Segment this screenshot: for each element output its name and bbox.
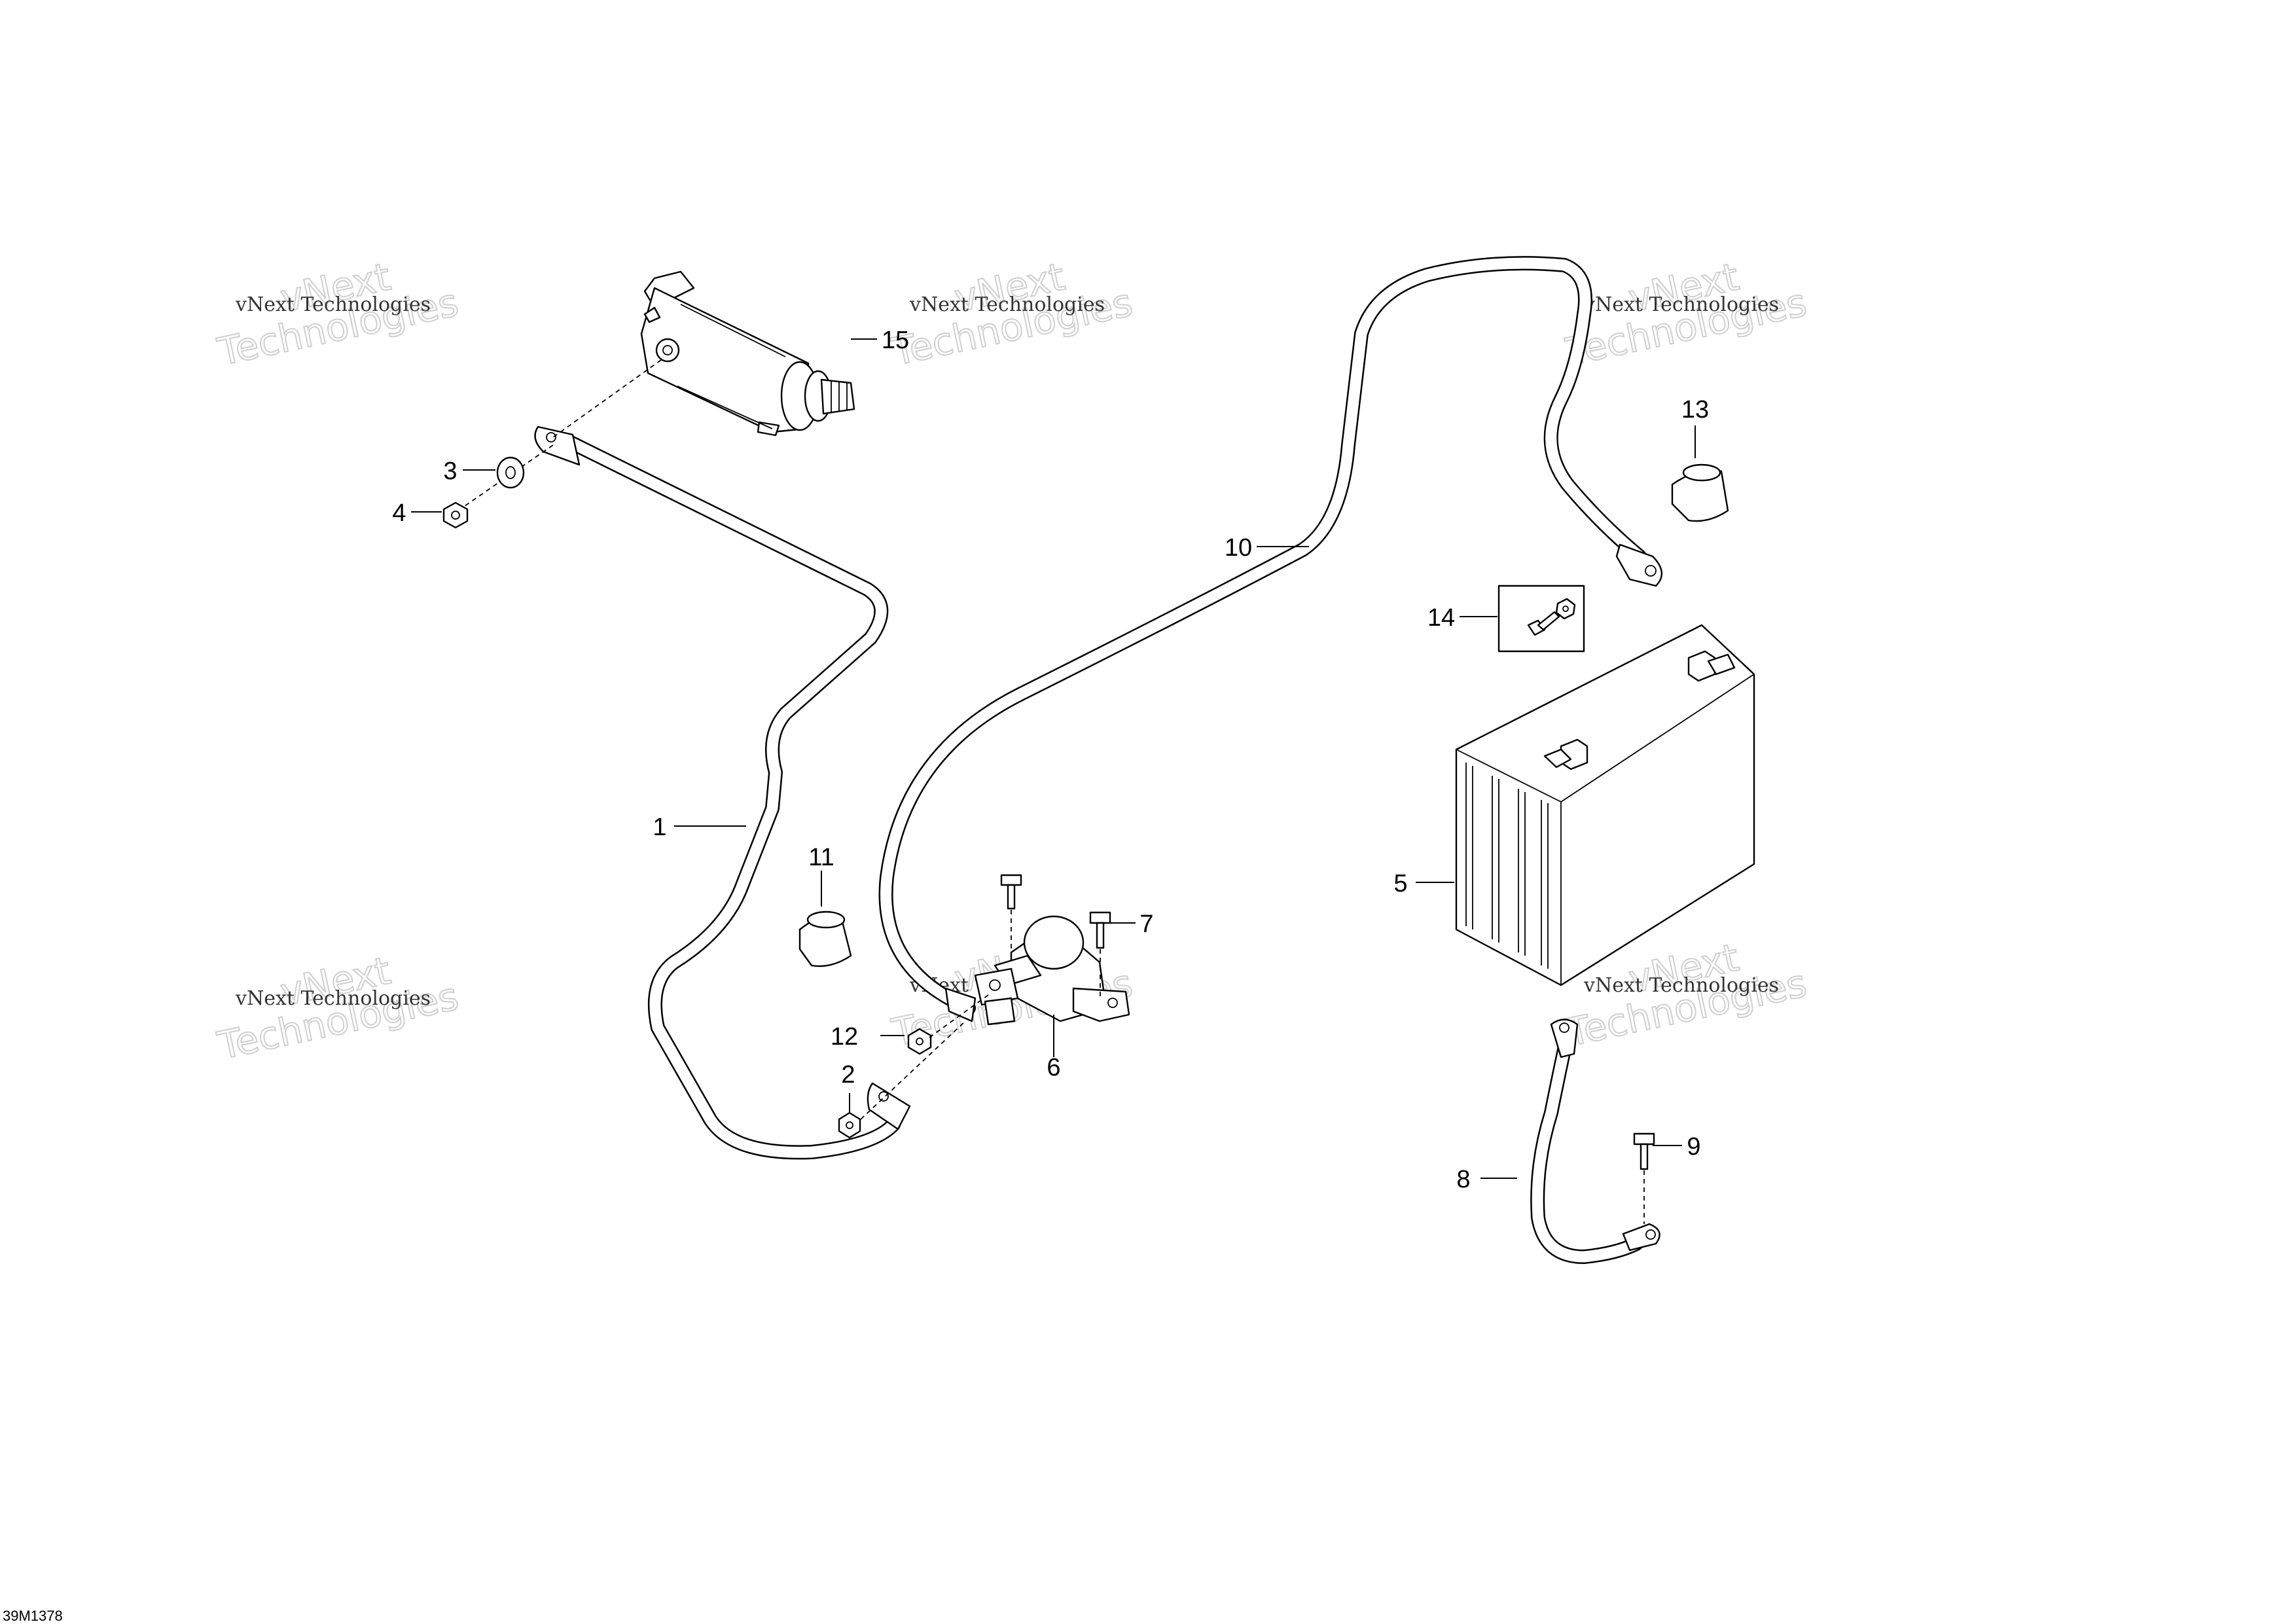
solenoid-bolt-top-drawing [1000, 874, 1022, 956]
watermark: Technologies vNext vNext Technologies [213, 947, 463, 1069]
callout-3: 3 [443, 458, 457, 485]
solenoid-drawing [974, 915, 1130, 1026]
callout-12: 12 [831, 1023, 858, 1051]
watermark: Technologies vNext vNext Technologies [888, 253, 1138, 375]
starter-stud-dash [552, 359, 662, 438]
watermark: Technologies vNext vNext Technologies [213, 253, 463, 375]
callout-9: 9 [1687, 1133, 1700, 1161]
washer-nut-dash [457, 444, 554, 511]
bolt-9-drawing [1633, 1132, 1655, 1224]
nut-drawing [442, 501, 469, 529]
nut-12-dash [929, 994, 989, 1038]
cable-10-drawing [878, 256, 1662, 1022]
callout-2: 2 [841, 1061, 855, 1089]
callout-10: 10 [1225, 534, 1252, 562]
cable-1-drawing [534, 425, 911, 1160]
drawing-code: 39M1378 [3, 1608, 63, 1624]
svg-text:vNext Technologies: vNext Technologies [909, 293, 1105, 316]
callout-15: 15 [882, 327, 909, 354]
nut-12-drawing [907, 1028, 932, 1055]
boot-11-drawing [798, 911, 852, 967]
callout-4: 4 [392, 499, 406, 527]
callout-5: 5 [1393, 870, 1407, 897]
callout-11: 11 [808, 844, 834, 871]
callout-7: 7 [1139, 911, 1153, 938]
svg-text:vNext Technologies: vNext Technologies [1583, 293, 1779, 316]
svg-text:vNext Technologies: vNext Technologies [1583, 974, 1779, 997]
watermark: Technologies vNext vNext Technologies [1562, 253, 1812, 375]
cable-8-drawing [1530, 1019, 1660, 1264]
hardware-kit-drawing [1498, 585, 1585, 653]
leader-lines [411, 338, 1696, 1179]
washer-drawing [496, 456, 525, 489]
callout-14: 14 [1427, 604, 1455, 632]
callout-8: 8 [1456, 1166, 1470, 1193]
callout-labels: 1 2 3 4 5 6 7 8 9 10 11 12 13 14 15 [392, 327, 1709, 1193]
svg-text:vNext Technologies: vNext Technologies [235, 293, 431, 316]
boot-13-drawing [1671, 463, 1729, 522]
callout-6: 6 [1047, 1054, 1060, 1081]
callout-13: 13 [1681, 396, 1709, 424]
nut-2-dash [860, 1020, 966, 1120]
callout-1: 1 [653, 814, 666, 841]
nut-2-drawing [838, 1111, 861, 1139]
svg-text:vNext Technologies: vNext Technologies [235, 987, 431, 1010]
battery-drawing [1455, 624, 1755, 986]
starter-motor-drawing [640, 270, 855, 437]
